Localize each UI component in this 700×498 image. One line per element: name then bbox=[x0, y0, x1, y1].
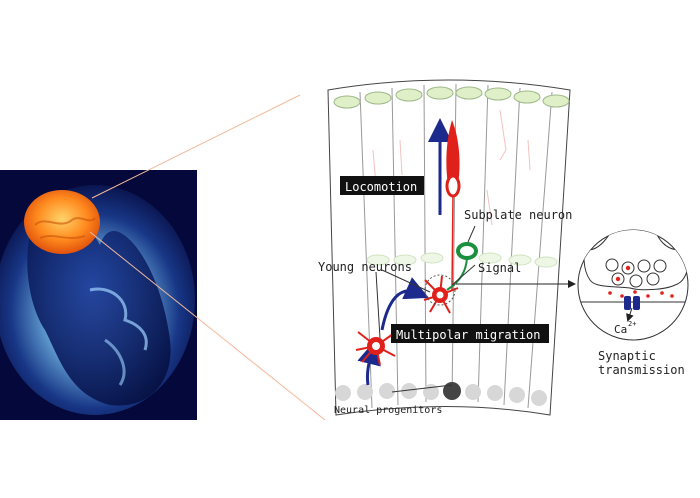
zoom-line-bottom bbox=[89, 231, 326, 421]
zoom-line-top bbox=[91, 94, 301, 199]
active-progenitor bbox=[443, 382, 461, 400]
multipolar-neuron-upper bbox=[423, 275, 459, 314]
calcium-charge: 2+ bbox=[628, 320, 636, 328]
calcium-label: Ca bbox=[614, 323, 627, 336]
locomotion-label: Locomotion bbox=[340, 176, 424, 195]
presynaptic-terminal bbox=[583, 230, 688, 291]
synaptic-transmission-line1: Synaptic bbox=[598, 349, 656, 363]
synaptic-vesicles bbox=[605, 258, 667, 288]
upper-layer-cells bbox=[333, 86, 570, 109]
fetal-brain bbox=[24, 190, 100, 254]
signal-label: Signal bbox=[478, 261, 521, 275]
subplate-row bbox=[366, 252, 558, 268]
cortex-section bbox=[327, 79, 571, 416]
synapse-inset: Ca 2+ bbox=[577, 229, 689, 341]
locomotion-text: Locomotion bbox=[345, 180, 417, 194]
subplate-neuron-label: Subplate neuron bbox=[464, 208, 572, 222]
multipolar-neuron-lower bbox=[355, 331, 396, 366]
neural-progenitor-cells bbox=[335, 383, 547, 406]
receptor-channel bbox=[624, 296, 640, 310]
fetus-illustration bbox=[0, 170, 197, 420]
label-pointers bbox=[375, 225, 476, 393]
progenitor-to-multipolar-arrow bbox=[357, 340, 381, 386]
locomoting-neuron bbox=[445, 120, 461, 291]
multipolar-arrow bbox=[380, 277, 429, 331]
signal-zone bbox=[424, 274, 456, 306]
young-neurons-label: Young neurons bbox=[318, 260, 412, 274]
subplate-neuron bbox=[446, 242, 478, 291]
synaptic-transmission-line2: transmission bbox=[598, 363, 685, 377]
multipolar-migration-text: Multipolar migration bbox=[396, 328, 541, 342]
multipolar-migration-label: Multipolar migration bbox=[391, 324, 549, 343]
neural-progenitors-label: Neural progenitors bbox=[334, 405, 442, 416]
neurotransmitters bbox=[608, 265, 674, 298]
